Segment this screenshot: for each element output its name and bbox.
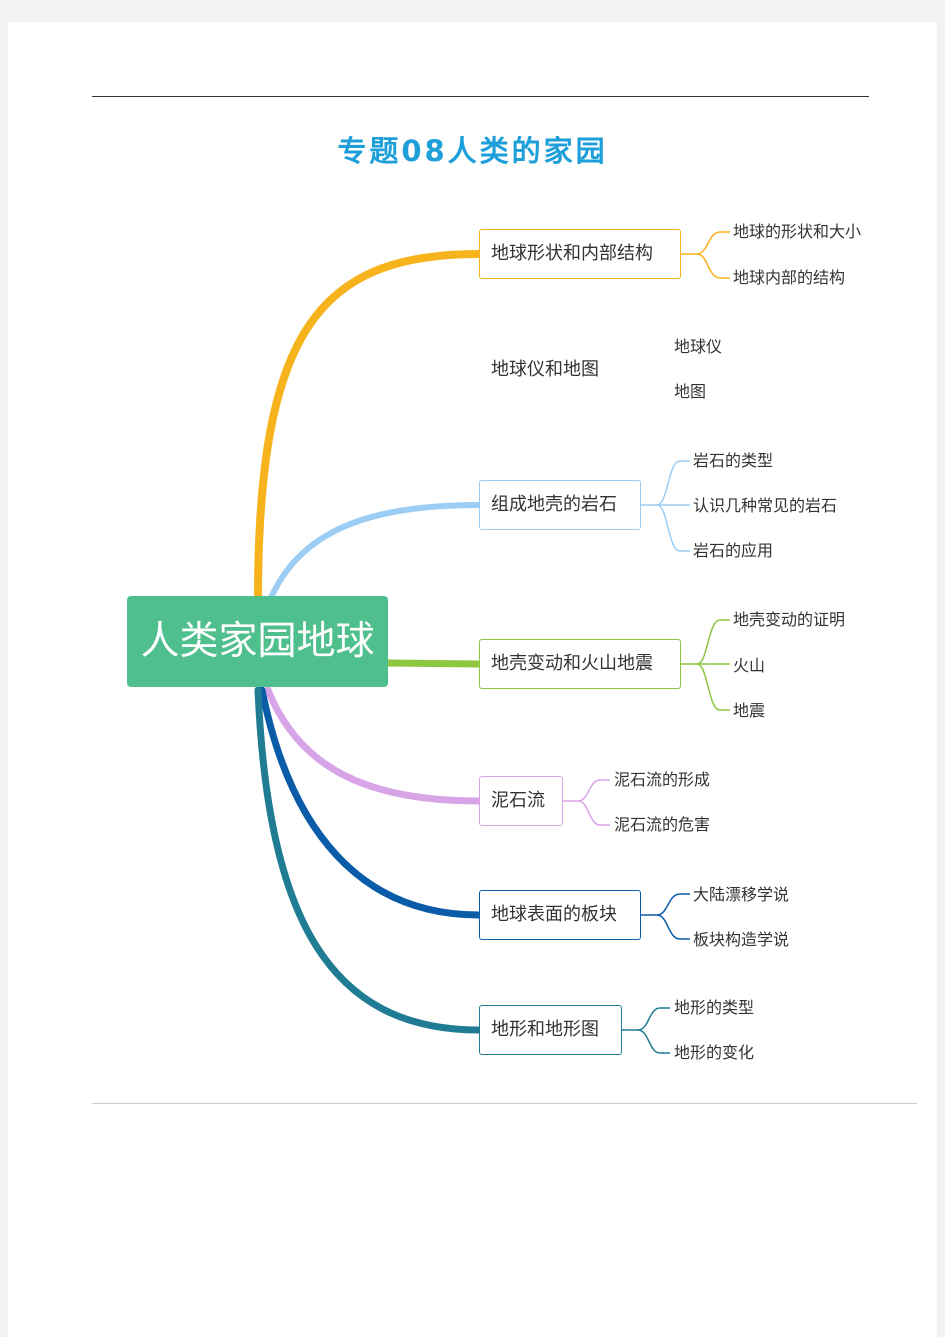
header-rule (92, 96, 869, 97)
sub-line-6b (656, 914, 690, 940)
branch-line-6 (258, 686, 483, 919)
branch-line-3 (267, 502, 482, 603)
branch-line-1 (254, 250, 483, 604)
topic-3: 组成地壳的岩石 (479, 480, 641, 530)
subtopic-7-2: 地形的变化 (674, 1043, 755, 1062)
subtopic-4-2: 火山 (733, 656, 766, 675)
topic-2: 地球仪和地图 (479, 345, 629, 395)
subtopic-1-1: 地球的形状和大小 (733, 222, 862, 241)
sub-line-3a (641, 460, 690, 506)
footer-rule (92, 1103, 917, 1104)
topic-5: 泥石流 (479, 776, 563, 826)
subtopic-3-2: 认识几种常见的岩石 (693, 496, 838, 515)
subtopic-6-1: 大陆漂移学说 (693, 885, 790, 904)
subtopic-7-1: 地形的类型 (674, 998, 755, 1017)
branch-line-7 (254, 686, 483, 1034)
topic-1: 地球形状和内部结构 (479, 229, 681, 279)
topic-7: 地形和地形图 (479, 1005, 622, 1055)
sub-line-7a (622, 1007, 670, 1031)
subtopic-3-3: 岩石的应用 (693, 541, 774, 560)
branch-line-5 (264, 686, 483, 805)
sub-line-5b (577, 800, 610, 826)
page-title: 专题08人类的家园 (337, 134, 608, 168)
sub-line-4a (681, 619, 730, 665)
branch-line-4 (384, 659, 483, 668)
topic-6: 地球表面的板块 (479, 890, 641, 940)
subtopic-2-2: 地图 (674, 382, 707, 401)
sub-line-4c (696, 663, 730, 711)
sub-line-1b (696, 253, 730, 279)
sub-line-5a (563, 779, 610, 802)
mindmap-root: 人类家园地球 (127, 596, 388, 687)
subtopic-6-2: 板块构造学说 (693, 930, 790, 949)
subtopic-5-2: 泥石流的危害 (614, 815, 711, 834)
sub-line-3c (656, 504, 690, 552)
sub-line-6a (641, 893, 690, 916)
subtopic-4-1: 地壳变动的证明 (733, 610, 846, 629)
subtopic-2-1: 地球仪 (674, 337, 723, 356)
subtopic-4-3: 地震 (733, 701, 766, 720)
subtopic-3-1: 岩石的类型 (693, 451, 774, 470)
subtopic-1-2: 地球内部的结构 (733, 268, 846, 287)
sub-line-1a (681, 231, 730, 255)
subtopic-5-1: 泥石流的形成 (614, 770, 711, 789)
sub-line-7b (637, 1029, 670, 1054)
topic-4: 地壳变动和火山地震 (479, 639, 681, 689)
